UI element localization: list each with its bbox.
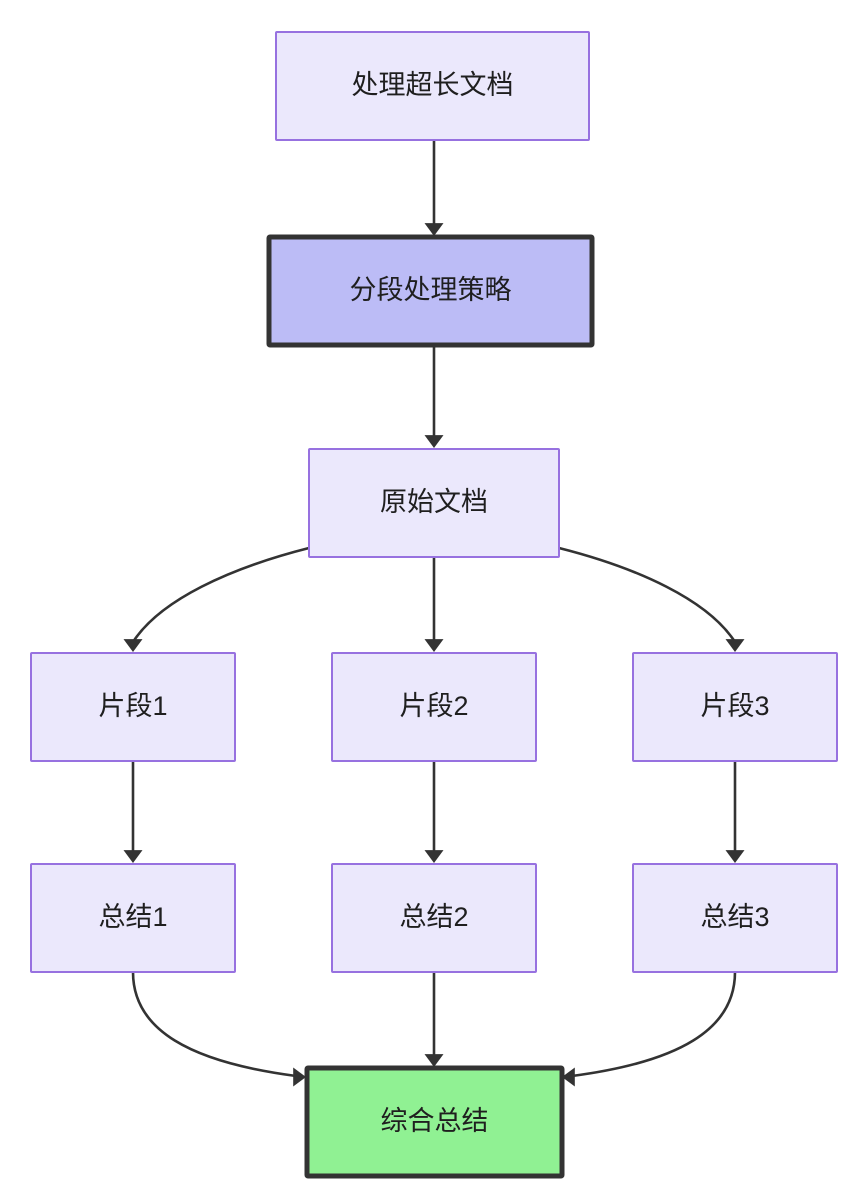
flow-edge-n1-to-n2 — [424, 140, 444, 236]
arrow-head-icon — [293, 1067, 306, 1087]
node-label: 片段2 — [399, 691, 468, 721]
flow-node-n6[interactable]: 片段3 — [632, 652, 838, 762]
node-label: 原始文档 — [380, 487, 488, 517]
node-box[interactable] — [275, 31, 590, 141]
node-box[interactable] — [304, 1065, 565, 1179]
flow-edge-n9-to-n10 — [562, 971, 737, 1087]
arrow-head-icon — [424, 435, 444, 448]
arrow-head-icon — [123, 850, 143, 863]
flow-node-n7[interactable]: 总结1 — [30, 863, 236, 973]
flow-node-n8[interactable]: 总结2 — [331, 863, 537, 973]
node-label: 片段3 — [700, 691, 769, 721]
flow-edge-n3-to-n5 — [424, 557, 444, 652]
arrow-head-icon — [424, 639, 444, 652]
flow-edge-n7-to-n10 — [131, 971, 306, 1087]
node-box[interactable] — [331, 652, 537, 762]
arrow-head-icon — [424, 1054, 444, 1067]
node-label: 处理超长文档 — [352, 70, 514, 100]
edge-line — [131, 971, 297, 1078]
node-label: 总结3 — [700, 902, 769, 932]
node-label: 总结1 — [98, 902, 167, 932]
flow-edge-n3-to-n4 — [123, 546, 310, 652]
flow-node-n2[interactable]: 分段处理策略 — [266, 234, 595, 348]
edge-line — [571, 971, 737, 1078]
node-box[interactable] — [308, 448, 560, 558]
arrow-head-icon — [725, 639, 745, 652]
node-box[interactable] — [30, 652, 236, 762]
node-box[interactable] — [632, 652, 838, 762]
node-label: 综合总结 — [381, 1106, 489, 1136]
node-box[interactable] — [266, 234, 595, 348]
edge-line — [558, 546, 737, 643]
flow-edge-n2-to-n3 — [424, 345, 444, 448]
flow-edge-n6-to-n9 — [725, 761, 745, 863]
flow-edge-n8-to-n10 — [424, 972, 444, 1067]
arrow-head-icon — [424, 850, 444, 863]
flow-node-n9[interactable]: 总结3 — [632, 863, 838, 973]
flow-node-n1[interactable]: 处理超长文档 — [275, 31, 590, 141]
flow-node-n5[interactable]: 片段2 — [331, 652, 537, 762]
flow-edge-n4-to-n7 — [123, 761, 143, 863]
node-label: 总结2 — [399, 902, 468, 932]
flow-node-n10[interactable]: 综合总结 — [304, 1065, 565, 1179]
node-label: 分段处理策略 — [350, 275, 512, 305]
arrow-head-icon — [562, 1067, 575, 1087]
arrow-head-icon — [725, 850, 745, 863]
flow-node-n3[interactable]: 原始文档 — [308, 448, 560, 558]
flow-edge-n5-to-n8 — [424, 761, 444, 863]
arrow-head-icon — [424, 223, 444, 236]
flow-node-n4[interactable]: 片段1 — [30, 652, 236, 762]
edge-line — [131, 546, 310, 643]
node-box[interactable] — [30, 863, 236, 973]
node-box[interactable] — [331, 863, 537, 973]
node-box[interactable] — [632, 863, 838, 973]
arrow-head-icon — [123, 639, 143, 652]
flow-edge-n3-to-n6 — [558, 546, 745, 652]
edges-layer — [123, 140, 745, 1087]
node-label: 片段1 — [98, 691, 167, 721]
